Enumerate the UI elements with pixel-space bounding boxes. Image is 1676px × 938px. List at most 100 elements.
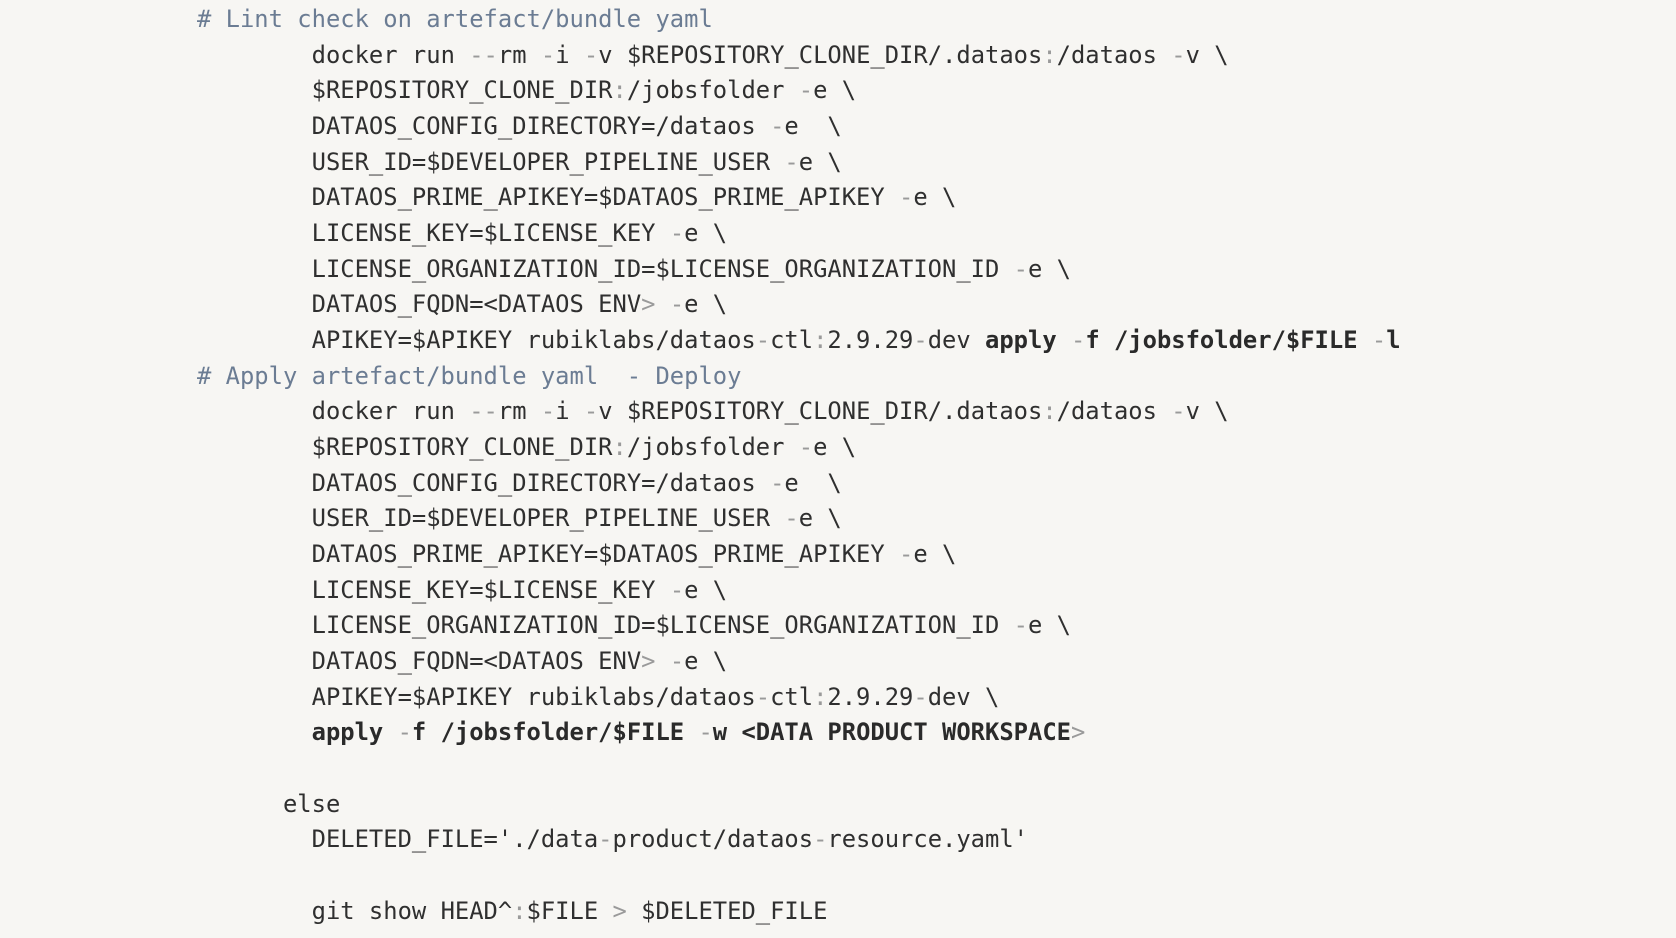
code-indent (197, 41, 312, 69)
code-line: DATAOS_CONFIG_DIRECTORY=/dataos -e \ (197, 466, 1401, 502)
code-indent (197, 540, 312, 568)
code-comment: # Lint check on artefact/bundle yaml (197, 5, 713, 33)
code-operator: - (899, 540, 914, 569)
code-indent (197, 790, 283, 818)
code-token: $REPOSITORY_CLONE_DIR (311, 433, 613, 462)
code-indent (197, 397, 312, 425)
code-token: e \ (1027, 611, 1071, 640)
code-operator: - (669, 290, 685, 319)
code-token: /jobsfolder (626, 76, 799, 105)
code-token: e \ (684, 647, 728, 676)
code-indent (197, 469, 312, 497)
code-indent (197, 148, 312, 176)
code-token: else (282, 789, 341, 818)
code-token: /dataos (1056, 397, 1172, 426)
code-operator: -- (469, 40, 498, 69)
code-token (655, 290, 669, 318)
code-token: e \ (1027, 254, 1071, 283)
code-comment-line: # Apply artefact/bundle yaml - Deploy (197, 359, 1401, 395)
code-token: dev \ (927, 682, 1000, 711)
code-line: APIKEY=$APIKEY rubiklabs/dataos-ctl:2.9.… (197, 680, 1401, 716)
code-indent (197, 825, 312, 853)
code-token: v \ (1185, 40, 1229, 69)
code-token: USER_ID=$DEVELOPER_PIPELINE_USER (311, 504, 785, 533)
code-token: $FILE (526, 896, 613, 925)
code-token: e \ (913, 183, 957, 212)
code-emphasis: l (1386, 326, 1401, 355)
code-operator: - (770, 112, 785, 141)
code-operator: - (798, 433, 814, 462)
code-operator: - (798, 76, 814, 105)
code-line: DELETED_FILE='./data-product/dataos-reso… (197, 822, 1401, 858)
code-token: $DELETED_FILE (626, 896, 828, 925)
code-operator: > (641, 647, 656, 676)
code-line: docker run --rm -i -v $REPOSITORY_CLONE_… (197, 394, 1401, 430)
code-token: DATAOS_PRIME_APIKEY=$DATAOS_PRIME_APIKEY (311, 183, 900, 212)
code-token: DELETED_FILE='./data (311, 825, 599, 854)
code-token: product/dataos (612, 825, 814, 854)
code-indent (197, 290, 312, 318)
code-emphasis: f /jobsfolder/$FILE (411, 718, 699, 747)
code-line: LICENSE_ORGANIZATION_ID=$LICENSE_ORGANIZ… (197, 608, 1401, 644)
code-operator: : (512, 896, 527, 925)
code-token: i (555, 40, 584, 69)
code-operator: - (540, 397, 556, 426)
code-indent (197, 647, 312, 675)
code-operator: - (755, 326, 771, 355)
code-operator: : (612, 433, 627, 462)
code-line: git show HEAD^:$FILE > $DELETED_FILE (197, 894, 1401, 930)
code-operator: - (598, 825, 613, 854)
code-indent (197, 76, 312, 104)
code-operator: - (1013, 611, 1028, 640)
code-token: e \ (684, 575, 728, 604)
code-token: ctl (770, 326, 814, 355)
code-operator: - (1171, 397, 1186, 426)
code-token: v $REPOSITORY_CLONE_DIR/.dataos (598, 397, 1043, 426)
code-token: e \ (784, 112, 842, 141)
code-indent (197, 576, 312, 604)
code-operator: - (583, 40, 599, 69)
code-token: e \ (813, 433, 857, 462)
code-operator: > (1070, 718, 1086, 747)
code-operator: - (1371, 326, 1387, 355)
code-token: $REPOSITORY_CLONE_DIR (311, 76, 613, 105)
code-token: dev (927, 326, 986, 355)
code-operator: > (612, 896, 627, 925)
code-token: DATAOS_FQDN=<DATAOS ENV (311, 290, 642, 319)
code-token: rm (497, 397, 541, 426)
code-token: v \ (1185, 397, 1229, 426)
code-token: resource.yaml' (827, 825, 1028, 854)
code-token: 2.9.29 (827, 326, 914, 355)
code-token: DATAOS_FQDN=<DATAOS ENV (311, 647, 642, 676)
code-line: DATAOS_FQDN=<DATAOS ENV> -e \ (197, 644, 1401, 680)
code-token: e \ (813, 76, 857, 105)
code-line: DATAOS_FQDN=<DATAOS ENV> -e \ (197, 287, 1401, 323)
code-token: DATAOS_PRIME_APIKEY=$DATAOS_PRIME_APIKEY (311, 540, 900, 569)
code-line (197, 751, 1401, 787)
code-indent (197, 718, 312, 746)
code-token: e \ (798, 504, 842, 533)
code-operator: - (913, 682, 928, 711)
code-operator: : (612, 76, 627, 105)
code-token: APIKEY=$APIKEY rubiklabs/dataos (311, 326, 756, 355)
code-block: # Lint check on artefact/bundle yaml doc… (197, 2, 1401, 929)
code-operator: - (669, 219, 685, 248)
code-indent (197, 183, 312, 211)
code-token: LICENSE_KEY=$LICENSE_KEY (311, 575, 670, 604)
code-operator: - (583, 397, 599, 426)
code-line: USER_ID=$DEVELOPER_PIPELINE_USER -e \ (197, 501, 1401, 537)
code-token: e \ (798, 147, 842, 176)
code-operator: - (1013, 254, 1028, 283)
code-line: APIKEY=$APIKEY rubiklabs/dataos-ctl:2.9.… (197, 323, 1401, 359)
code-operator: - (813, 825, 828, 854)
code-line: LICENSE_KEY=$LICENSE_KEY -e \ (197, 573, 1401, 609)
code-operator: - (913, 326, 928, 355)
code-indent (197, 897, 312, 925)
code-emphasis: w <DATA PRODUCT WORKSPACE (712, 718, 1071, 747)
code-operator: - (698, 718, 713, 747)
code-operator: - (397, 718, 412, 747)
code-comment: # Apply artefact/bundle yaml - Deploy (197, 361, 742, 390)
code-token: DATAOS_CONFIG_DIRECTORY=/dataos (311, 468, 771, 497)
code-line: $REPOSITORY_CLONE_DIR:/jobsfolder -e \ (197, 73, 1401, 109)
code-comment-line: # Lint check on artefact/bundle yaml (197, 2, 1401, 38)
